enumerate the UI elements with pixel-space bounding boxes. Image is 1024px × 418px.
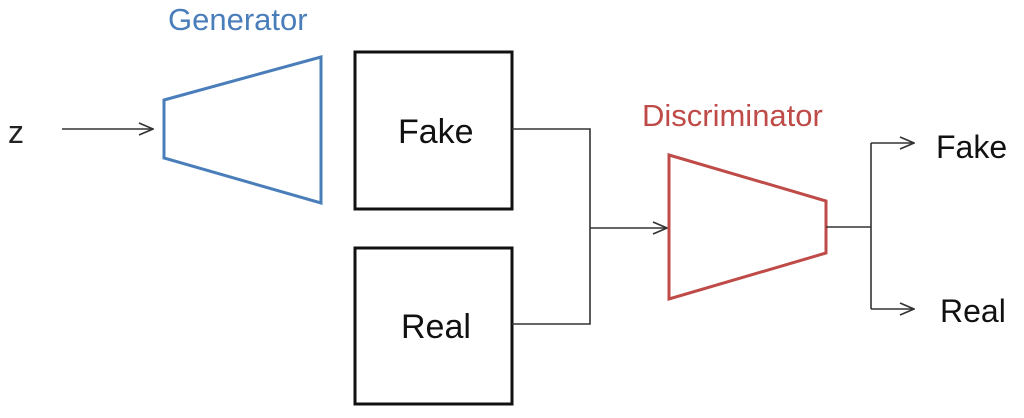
real-box-label: Real	[401, 308, 471, 346]
output-fake-label: Fake	[936, 129, 1008, 165]
input-z-label: z	[8, 114, 24, 150]
fake-to-merge-connector	[512, 128, 591, 228]
generator-title: Generator	[168, 2, 308, 37]
generator-shape	[162, 55, 323, 205]
discriminator-title: Discriminator	[642, 98, 823, 133]
output-real-label: Real	[940, 293, 1006, 329]
real-to-merge-connector	[512, 228, 591, 325]
discriminator-shape	[667, 152, 828, 302]
fake-box	[353, 50, 514, 211]
real-box	[353, 246, 514, 406]
fake-box-label: Fake	[398, 113, 474, 151]
